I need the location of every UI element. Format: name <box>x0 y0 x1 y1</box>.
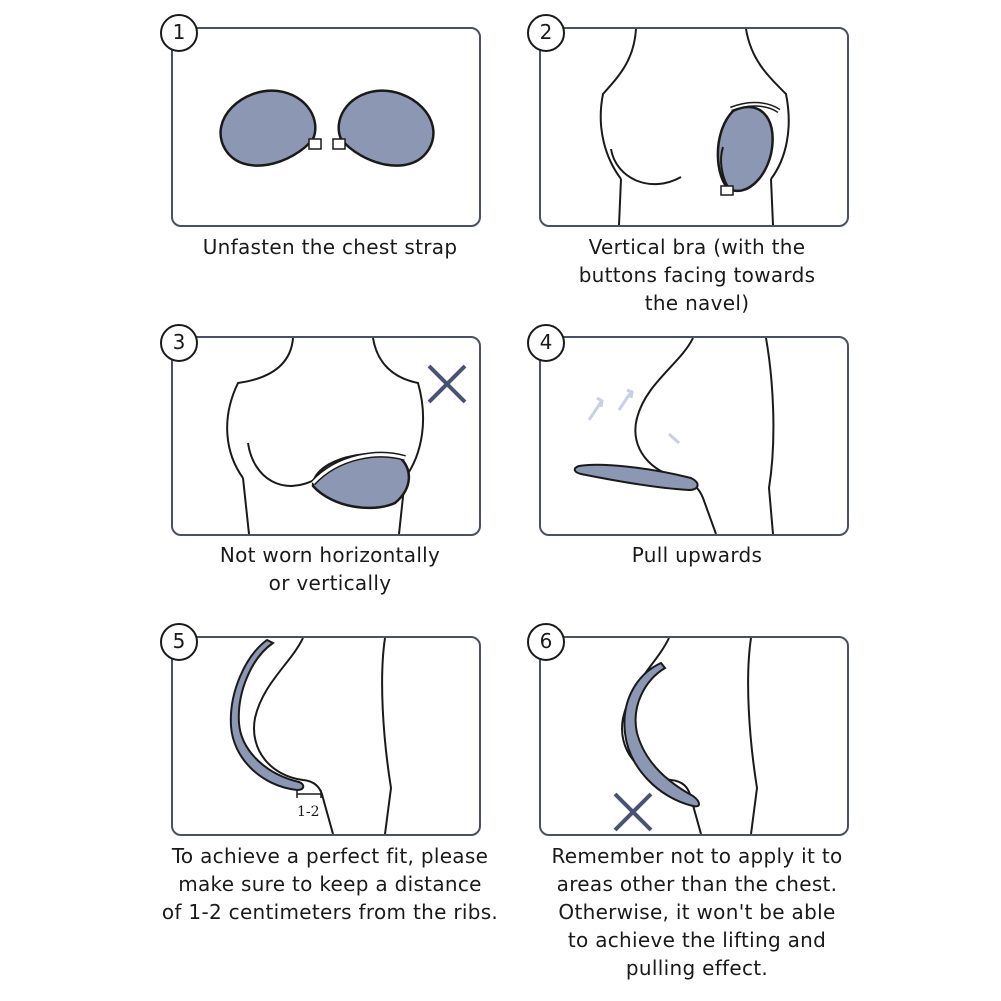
step-1-caption: Unfasten the chest strap <box>202 235 458 259</box>
navel-facing-button <box>720 185 734 196</box>
right-cup <box>337 89 435 167</box>
step-3-panel <box>171 336 481 536</box>
correct-placement-side-illustration <box>229 638 393 834</box>
step-1-panel <box>171 27 481 227</box>
flat-cup <box>573 463 699 492</box>
pull-upwards-side-illustration <box>573 338 775 534</box>
step-1-number-badge: 1 <box>160 14 198 52</box>
left-cup <box>219 89 317 167</box>
step-4-caption: Pull upwards <box>631 543 763 567</box>
incorrect-placement-side-illustration <box>621 638 759 834</box>
step-5-caption: To achieve a perfect fit, please make su… <box>161 844 499 924</box>
horizontal-bra-torso-illustration <box>226 338 425 534</box>
step-5-number-badge: 5 <box>160 623 198 661</box>
step-2-number-badge: 2 <box>527 14 565 52</box>
step-6-caption: Remember not to apply it to areas other … <box>551 844 843 980</box>
step-3-caption: Not worn horizontally or vertically <box>219 543 441 595</box>
detached-bra-cups-illustration <box>219 89 435 167</box>
vertical-cup <box>716 105 774 192</box>
up-arrow-icon <box>587 396 604 421</box>
misplaced-cup <box>623 661 700 808</box>
horizontal-cup <box>311 452 411 510</box>
step-3-number-badge: 3 <box>160 324 198 362</box>
step-2-caption: Vertical bra (with the buttons facing to… <box>578 235 816 315</box>
right-clasp <box>332 138 346 150</box>
step-5-panel: 1-2 <box>171 636 481 836</box>
step-2-panel <box>539 27 849 227</box>
distance-label: 1-2 <box>297 804 320 820</box>
correct-cup <box>229 638 305 792</box>
step-4-number-badge: 4 <box>527 324 565 362</box>
vertical-bra-torso-illustration <box>599 29 790 225</box>
step-4-panel <box>539 336 849 536</box>
left-clasp <box>308 138 322 150</box>
step-6-panel <box>539 636 849 836</box>
step-6-number-badge: 6 <box>527 623 565 661</box>
